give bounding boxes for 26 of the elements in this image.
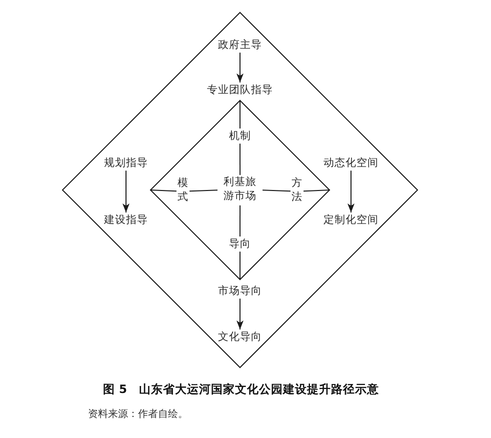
arrow bbox=[236, 298, 244, 330]
step-label: 定制化空间 bbox=[322, 212, 380, 228]
connector-line bbox=[150, 190, 177, 192]
step-label: 建设指导 bbox=[103, 212, 149, 228]
arrow bbox=[236, 52, 244, 83]
outer-diamond bbox=[62, 12, 418, 368]
step-label: 动态化空间 bbox=[322, 156, 380, 171]
arrow bbox=[122, 170, 130, 213]
arrow bbox=[348, 170, 354, 213]
quadrant-label: 模式 bbox=[176, 176, 190, 206]
step-label: 规划指导 bbox=[103, 156, 149, 171]
connector-line bbox=[189, 190, 218, 192]
connector-line bbox=[262, 190, 291, 192]
source-note: 资料来源：作者自绘。 bbox=[88, 408, 188, 421]
connector-line bbox=[240, 204, 241, 237]
step-label: 政府主导 bbox=[217, 38, 263, 53]
quadrant-label: 机制 bbox=[228, 128, 252, 144]
step-label: 专业团队指导 bbox=[206, 82, 274, 98]
connector-line bbox=[240, 143, 241, 176]
step-label: 市场导向 bbox=[217, 284, 263, 299]
figure-caption: 图 5 山东省大运河国家文化公园建设提升路径示意 bbox=[103, 382, 380, 397]
quadrant-label: 方法 bbox=[290, 176, 304, 206]
quadrant-label: 导向 bbox=[228, 236, 252, 252]
center-label: 利基旅游市场 bbox=[218, 175, 263, 206]
connector-line bbox=[303, 190, 330, 192]
step-label: 文化导向 bbox=[217, 330, 263, 345]
